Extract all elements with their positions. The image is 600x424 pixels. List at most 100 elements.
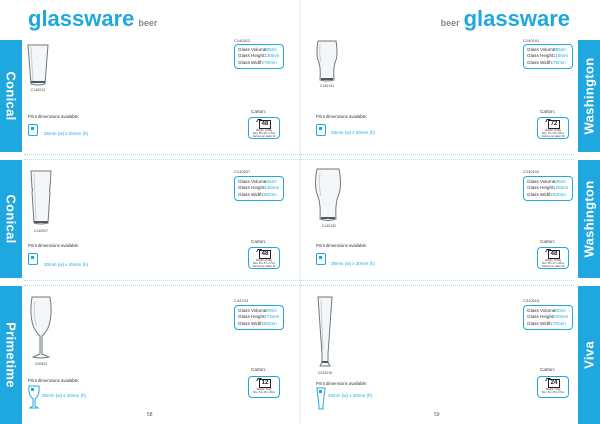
category-label: Viva: [581, 341, 597, 369]
print-dimensions-label: Print dimensions available:: [28, 114, 80, 119]
print-dimensions-label: Print dimensions available:: [316, 243, 368, 248]
section-divider: [300, 280, 574, 286]
product-code: C310015: [523, 298, 540, 303]
product-code: C44703: [234, 298, 249, 303]
spec-value: 125mm: [553, 185, 569, 191]
print-dimensions-label: Print dimensions available:: [28, 378, 80, 383]
carton-label: Carton:: [540, 109, 556, 114]
glass-code: C140012: [30, 88, 46, 92]
print-area-glass-icon: [28, 385, 40, 409]
category-tab: Conical: [0, 160, 22, 278]
spec-value: 110mm: [553, 53, 568, 59]
carton-label: Carton:: [540, 239, 556, 244]
carton-label: Carton:: [251, 367, 267, 372]
spec-value: 70mm: [264, 59, 277, 65]
spec-box: Glass Volume:285ml Glass Height:110mm Gl…: [523, 44, 573, 70]
carton-quantity: 24: [548, 379, 560, 388]
glass-code: C140102: [321, 224, 337, 228]
category-label: Conical: [3, 71, 19, 121]
product-code: C140191: [523, 38, 540, 43]
carton-quantity: 12: [259, 379, 271, 388]
carton-quantity: 48: [259, 250, 271, 259]
spec-label: Glass Volume:: [238, 47, 268, 52]
carton-details: Weight: 14.0kg Size: 38 x 29 x 27cm Cart…: [252, 129, 276, 138]
spec-label: Glass Volume:: [527, 179, 557, 184]
section-divider: [300, 154, 574, 160]
carton-icon: 48 Weight: 15.0kg Size: 53 x 37 x 17cm C…: [248, 247, 280, 269]
print-dimensions-value: 25mm (w) x 25mm (h): [44, 131, 89, 136]
print-area-icon: [28, 124, 38, 136]
carton-details: Weight: 3.5kg Size: 34 x 25 x 20cm: [252, 388, 276, 394]
page-number: 58: [147, 412, 153, 418]
tall-pilsner-glass-image: [317, 296, 333, 368]
spec-label: Glass Volume:: [527, 308, 557, 313]
spec-value: 70mm: [553, 320, 566, 326]
carton-icon: 72 Weight: 15.0kg Size: 43 x 40 x 20cm C…: [537, 117, 569, 139]
carton-quantity: 72: [548, 120, 560, 129]
section-divider: [24, 154, 300, 160]
page-title: glassware: [463, 6, 570, 31]
carton-icon: 12 Weight: 3.5kg Size: 34 x 25 x 20cm: [248, 376, 280, 398]
print-dimensions-value: 35mm (w) x 40mm (h): [42, 393, 87, 398]
spec-value: 83mm: [553, 191, 566, 197]
spec-label: Glass Width:: [238, 59, 265, 65]
print-area-glass-icon: [316, 387, 326, 411]
carton-icon: 48 Weight: 15.0kg Size: 58 x 37 x 20cm C…: [537, 247, 569, 269]
conical-glass-image: [27, 44, 49, 86]
glass-code: C310015: [317, 371, 333, 375]
spec-value: 425ml: [264, 179, 277, 184]
spec-value: 400ml: [264, 308, 277, 313]
print-dimensions-value: 40mm (w) x 40mm (h): [328, 393, 373, 398]
spec-label: Glass Height:: [238, 314, 266, 320]
spec-value: 172mm: [264, 314, 280, 320]
carton-details: Weight: 7.0kg Size: 52 x 35 x 27cm: [541, 388, 565, 394]
spec-value: 130mm: [264, 53, 280, 59]
spec-value: 425ml: [553, 179, 566, 184]
carton-details: Weight: 15.0kg Size: 43 x 40 x 20cm Cart…: [541, 129, 565, 138]
spec-value: 285ml: [553, 47, 566, 52]
spec-value: 82mm: [264, 320, 277, 326]
spec-box: Glass Volume:425ml Glass Height:145mm Gl…: [234, 176, 284, 202]
spec-label: Glass Height:: [527, 314, 555, 320]
page-fold: [299, 0, 301, 424]
category-label: Washington: [581, 57, 597, 135]
carton-label: Carton:: [540, 367, 556, 372]
page-title: glassware: [28, 6, 135, 31]
category-tab: Viva: [578, 286, 600, 424]
spec-label: Glass Height:: [527, 185, 555, 191]
stemmed-glass-image: [29, 296, 53, 360]
spec-value: 145mm: [264, 185, 280, 191]
glass-code: C140191: [319, 84, 335, 88]
carton-quantity: 48: [548, 250, 560, 259]
print-area-icon: [316, 253, 326, 265]
category-tab: Conical: [0, 40, 22, 152]
spec-value: 240mm: [553, 314, 569, 320]
print-area-icon: [316, 124, 326, 136]
spec-value: 80mm: [264, 191, 277, 197]
spec-value: 75mm: [553, 59, 566, 65]
print-dimensions-label: Print dimensions available:: [316, 114, 368, 119]
page-number: 59: [434, 412, 440, 418]
carton-icon: 48 Weight: 14.0kg Size: 38 x 29 x 27cm C…: [248, 117, 280, 139]
print-dimensions-value: 35mm (w) x 30mm (h): [331, 261, 376, 266]
spec-value: 285ml: [264, 47, 277, 52]
carton-label: Carton:: [251, 239, 267, 244]
spec-label: Glass Width:: [527, 59, 554, 65]
category-label: Conical: [3, 194, 19, 244]
spec-label: Glass Width:: [527, 320, 554, 326]
print-dimensions-label: Print dimensions available:: [28, 243, 80, 248]
spec-label: Glass Width:: [238, 320, 265, 326]
category-tab: Primetime: [0, 286, 22, 424]
spec-label: Glass Width:: [527, 191, 554, 197]
product-code: C140102: [523, 169, 540, 174]
spec-label: Glass Volume:: [238, 179, 268, 184]
conical-glass-image: [29, 170, 53, 226]
spec-label: Glass Height:: [238, 185, 266, 191]
print-dimensions-value: 33mm (w) x 20mm (h): [331, 130, 376, 135]
spec-label: Glass Volume:: [238, 308, 268, 313]
carton-details: Weight: 15.0kg Size: 58 x 37 x 20cm Cart…: [541, 259, 565, 268]
spec-value: 400ml: [553, 308, 566, 313]
